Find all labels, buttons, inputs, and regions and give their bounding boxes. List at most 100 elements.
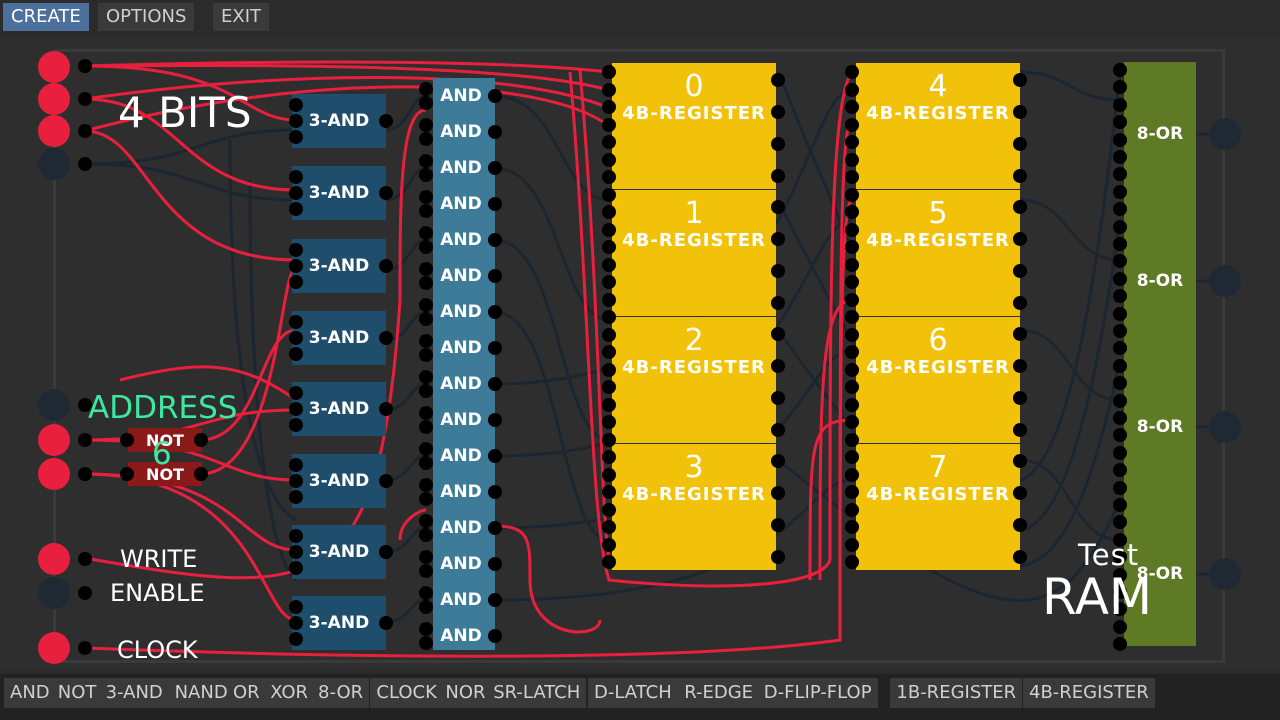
pin[interactable]	[1113, 550, 1127, 565]
palette-item[interactable]: R-EDGE	[678, 678, 760, 708]
and-gate[interactable]: AND	[440, 302, 482, 322]
pin[interactable]	[602, 65, 616, 79]
pin[interactable]	[845, 135, 859, 149]
pin[interactable]	[771, 296, 785, 310]
pin[interactable]	[1013, 518, 1027, 532]
and3-gate[interactable]: 3-AND	[292, 454, 386, 508]
pin[interactable]	[488, 233, 502, 247]
pin[interactable]	[289, 347, 303, 361]
register-6[interactable]: 6 4B-REGISTER	[856, 317, 1020, 443]
pin[interactable]	[419, 276, 433, 290]
pin[interactable]	[1113, 637, 1127, 652]
pin[interactable]	[289, 202, 303, 216]
pin[interactable]	[845, 380, 859, 394]
palette-item[interactable]: NOR	[439, 678, 492, 708]
and-gate[interactable]: AND	[440, 554, 482, 574]
create-button[interactable]: CREATE	[3, 3, 89, 31]
pin[interactable]	[419, 240, 433, 254]
output-3[interactable]	[1209, 558, 1241, 590]
pin[interactable]	[602, 100, 616, 114]
pin[interactable]	[419, 262, 433, 276]
enable-input[interactable]	[38, 577, 70, 609]
pin[interactable]	[419, 132, 433, 146]
pin[interactable]	[419, 636, 433, 650]
palette-item[interactable]: 8-OR	[312, 678, 370, 708]
bit-input-2[interactable]	[38, 115, 70, 147]
pin[interactable]	[1113, 306, 1127, 321]
pin[interactable]	[845, 537, 859, 552]
pin[interactable]	[1113, 498, 1127, 512]
pin[interactable]	[289, 418, 303, 432]
pin[interactable]	[1113, 341, 1127, 356]
pin[interactable]	[289, 315, 303, 329]
pin[interactable]	[602, 415, 616, 429]
pin[interactable]	[845, 275, 859, 289]
pin[interactable]	[602, 170, 616, 184]
bit-input-3[interactable]	[38, 148, 70, 180]
pin[interactable]	[1113, 567, 1127, 582]
pin[interactable]	[379, 331, 393, 345]
pin[interactable]	[1113, 184, 1127, 199]
pin[interactable]	[1113, 150, 1127, 164]
pin[interactable]	[845, 205, 859, 219]
pin[interactable]	[845, 240, 859, 254]
pin[interactable]	[845, 170, 859, 184]
register-1[interactable]: 1 4B-REGISTER	[612, 190, 776, 316]
pin[interactable]	[488, 449, 502, 463]
palette-item[interactable]: OR	[227, 678, 266, 708]
bit-input-0[interactable]	[38, 51, 70, 83]
pin[interactable]	[1013, 296, 1027, 310]
and-gate[interactable]: AND	[440, 482, 482, 502]
palette-item[interactable]: 3-AND	[99, 678, 169, 708]
or8-gate[interactable]: 8-OR	[1136, 417, 1184, 437]
palette-item[interactable]: D-FLIP-FLOP	[757, 678, 878, 708]
pin[interactable]	[419, 406, 433, 420]
pin[interactable]	[771, 391, 785, 405]
pin[interactable]	[845, 117, 859, 132]
pin[interactable]	[1013, 359, 1027, 373]
pin[interactable]	[488, 161, 502, 175]
pin[interactable]	[1013, 486, 1027, 500]
pin[interactable]	[289, 490, 303, 504]
and-gate[interactable]: AND	[440, 518, 482, 538]
pin[interactable]	[1013, 169, 1027, 183]
pin[interactable]	[419, 456, 433, 470]
pin[interactable]	[379, 259, 393, 273]
pin[interactable]	[771, 169, 785, 183]
pin[interactable]	[289, 616, 303, 630]
palette-item[interactable]: SR-LATCH	[487, 678, 587, 708]
pin[interactable]	[1013, 200, 1027, 214]
pin[interactable]	[419, 118, 433, 132]
pin[interactable]	[289, 600, 303, 614]
pin[interactable]	[419, 204, 433, 218]
and-gate[interactable]: AND	[440, 374, 482, 394]
and3-gate[interactable]: 3-AND	[292, 166, 386, 220]
pin[interactable]	[845, 100, 859, 114]
pin[interactable]	[771, 264, 785, 278]
address-input-0[interactable]	[38, 389, 70, 421]
or8-gate[interactable]: 8-OR	[1136, 271, 1184, 291]
pin[interactable]	[419, 528, 433, 542]
pin[interactable]	[602, 152, 616, 167]
pin[interactable]	[771, 105, 785, 119]
pin[interactable]	[488, 197, 502, 211]
palette-item[interactable]: D-LATCH	[588, 678, 678, 708]
pin[interactable]	[1113, 80, 1127, 95]
pin[interactable]	[771, 550, 785, 564]
pin[interactable]	[771, 137, 785, 151]
pin[interactable]	[1113, 167, 1127, 182]
pin[interactable]	[120, 467, 134, 481]
register-3[interactable]: 3 4B-REGISTER	[612, 444, 776, 570]
pin[interactable]	[602, 380, 616, 394]
bit-input-1[interactable]	[38, 83, 70, 115]
pin[interactable]	[602, 135, 616, 149]
pin[interactable]	[289, 243, 303, 257]
pin[interactable]	[1113, 619, 1127, 634]
pin[interactable]	[1113, 202, 1127, 217]
pin[interactable]	[1113, 237, 1127, 251]
and-gate[interactable]: AND	[440, 86, 482, 106]
and3-gate[interactable]: 3-AND	[292, 311, 386, 365]
pin[interactable]	[419, 334, 433, 348]
pin[interactable]	[602, 450, 616, 464]
pin[interactable]	[488, 269, 502, 283]
